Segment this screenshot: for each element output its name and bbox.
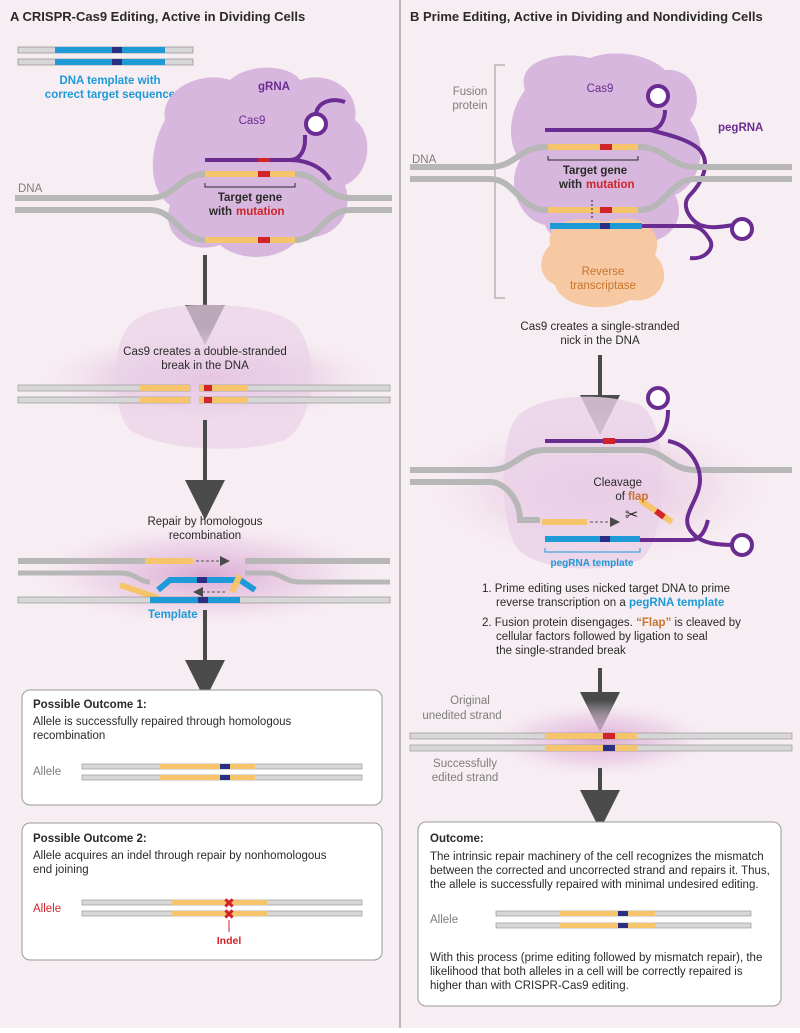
grna-label: gRNA bbox=[258, 81, 290, 93]
mutation-label-a: mutation bbox=[236, 206, 285, 218]
pegrna-label: pegRNA bbox=[718, 122, 763, 134]
note2-line1: 2. Fusion protein disengages. “Flap” is … bbox=[482, 617, 741, 629]
step2-text-a-line1: Repair by homologous bbox=[147, 516, 262, 528]
outcome-b-line1: The intrinsic repair machinery of the ce… bbox=[430, 851, 764, 863]
final-line1: With this process (prime editing followe… bbox=[430, 952, 762, 964]
outcome-b-title: Outcome: bbox=[430, 833, 484, 845]
dna-template-label-line2: correct target sequence bbox=[45, 89, 175, 101]
pegrna-strand-top bbox=[545, 84, 754, 261]
with-label-a: with bbox=[208, 206, 232, 218]
indel-label: Indel bbox=[217, 935, 242, 947]
panel-a-title: A CRISPR-Cas9 Editing, Active in Dividin… bbox=[10, 9, 305, 24]
of-label: of bbox=[615, 491, 625, 503]
outcome1-allele-strand bbox=[81, 763, 363, 781]
outcome1-title: Possible Outcome 1: bbox=[33, 699, 147, 711]
outcome2-line1: Allele acquires an indel through repair … bbox=[33, 850, 327, 862]
target-gene-label-b: Target gene bbox=[563, 165, 627, 177]
original-label-line2: unedited strand bbox=[422, 710, 501, 722]
final-line3: higher than with CRISPR-Cas9 editing. bbox=[430, 980, 629, 992]
pegrna-template-label: pegRNA template bbox=[551, 558, 634, 569]
outcome2-title: Possible Outcome 2: bbox=[33, 833, 147, 845]
reverse-transcriptase bbox=[541, 218, 665, 308]
outcome-b-allele-strand bbox=[495, 910, 752, 929]
rt-label-line1: Reverse bbox=[582, 266, 625, 278]
dna-template-strand bbox=[17, 46, 194, 66]
outcome2-box bbox=[21, 822, 383, 961]
outcome-b-allele-label: Allele bbox=[430, 914, 458, 926]
step1-text-a-line2: break in the DNA bbox=[161, 360, 249, 372]
svg-text:✂: ✂ bbox=[625, 507, 638, 524]
outcome-b-line3: the allele is successfully repaired with… bbox=[430, 879, 759, 891]
target-bracket-b bbox=[547, 156, 639, 161]
note2-line1-pre: 2. Fusion protein disengages. bbox=[482, 617, 633, 629]
step2-text-a-line2: recombination bbox=[169, 530, 241, 542]
original-label-line1: Original bbox=[450, 695, 490, 707]
outcome2-line2: end joining bbox=[33, 864, 89, 876]
target-gene-label-a: Target gene bbox=[218, 192, 282, 204]
template-label-a: Template bbox=[148, 609, 198, 621]
mutation-label-b: mutation bbox=[586, 179, 635, 191]
note2-line3: the single-stranded break bbox=[496, 645, 626, 657]
edited-label-line2: edited strand bbox=[432, 772, 499, 784]
step1-text-a-line1: Cas9 creates a double-stranded bbox=[123, 346, 287, 358]
dna-template-label-line1: DNA template with bbox=[59, 75, 160, 87]
glow-b2 bbox=[480, 700, 720, 780]
svg-text:✖: ✖ bbox=[223, 906, 235, 922]
note2-line1-post: is cleaved by bbox=[674, 617, 741, 629]
cas9-ghost-a bbox=[115, 304, 312, 449]
cleavage-label: Cleavage bbox=[593, 477, 642, 489]
note2-line2: cellular factors followed by ligation to… bbox=[496, 631, 708, 643]
cas9-label-b: Cas9 bbox=[587, 83, 614, 95]
fusion-label-line1: Fusion bbox=[453, 86, 488, 98]
outcome-b-line2: between the corrected and uncorrected st… bbox=[430, 865, 770, 877]
rt-label-line2: transcriptase bbox=[570, 280, 636, 292]
outcome2-allele-label: Allele bbox=[33, 903, 61, 915]
step1-text-b-line1: Cas9 creates a single-stranded bbox=[520, 321, 679, 333]
outcome2-allele-strand: ✖ ✖ bbox=[81, 895, 363, 932]
flap-diagram: ✂ bbox=[410, 386, 792, 557]
dna-a-target bbox=[15, 171, 392, 243]
with-label-b: with bbox=[558, 179, 582, 191]
step1-text-b-line2: nick in the DNA bbox=[560, 335, 640, 347]
note1-line2: reverse transcription on a pegRNA templa… bbox=[496, 597, 724, 609]
note1-line2-pre: reverse transcription on a bbox=[496, 597, 626, 609]
mismatch-strands bbox=[409, 732, 793, 752]
outcome1-allele-label: Allele bbox=[33, 766, 61, 778]
outcome1-line1: Allele is successfully repaired through … bbox=[33, 716, 292, 728]
edited-label-line1: Successfully bbox=[433, 758, 497, 770]
hr-diagram bbox=[17, 556, 391, 604]
flap-label: flap bbox=[628, 491, 648, 503]
note2-line1-em: “Flap” bbox=[636, 617, 671, 629]
grna-strand bbox=[205, 98, 346, 182]
fusion-label-line2: protein bbox=[452, 100, 487, 112]
dna-label-a: DNA bbox=[18, 183, 43, 195]
note1-line2-em: pegRNA template bbox=[629, 597, 724, 609]
panel-b-title: B Prime Editing, Active in Dividing and … bbox=[410, 9, 763, 24]
note1-line1: 1. Prime editing uses nicked target DNA … bbox=[482, 583, 730, 595]
cas9-label-a: Cas9 bbox=[239, 115, 266, 127]
dna-label-b: DNA bbox=[412, 154, 437, 166]
svg-text:✖: ✖ bbox=[223, 895, 235, 911]
outcome1-line2: recombination bbox=[33, 730, 105, 742]
target-bracket-a bbox=[204, 183, 296, 188]
dna-a-broken bbox=[17, 384, 391, 404]
dna-b-target bbox=[410, 144, 792, 229]
final-line2: likelihood that both alleles in a cell w… bbox=[430, 966, 743, 978]
